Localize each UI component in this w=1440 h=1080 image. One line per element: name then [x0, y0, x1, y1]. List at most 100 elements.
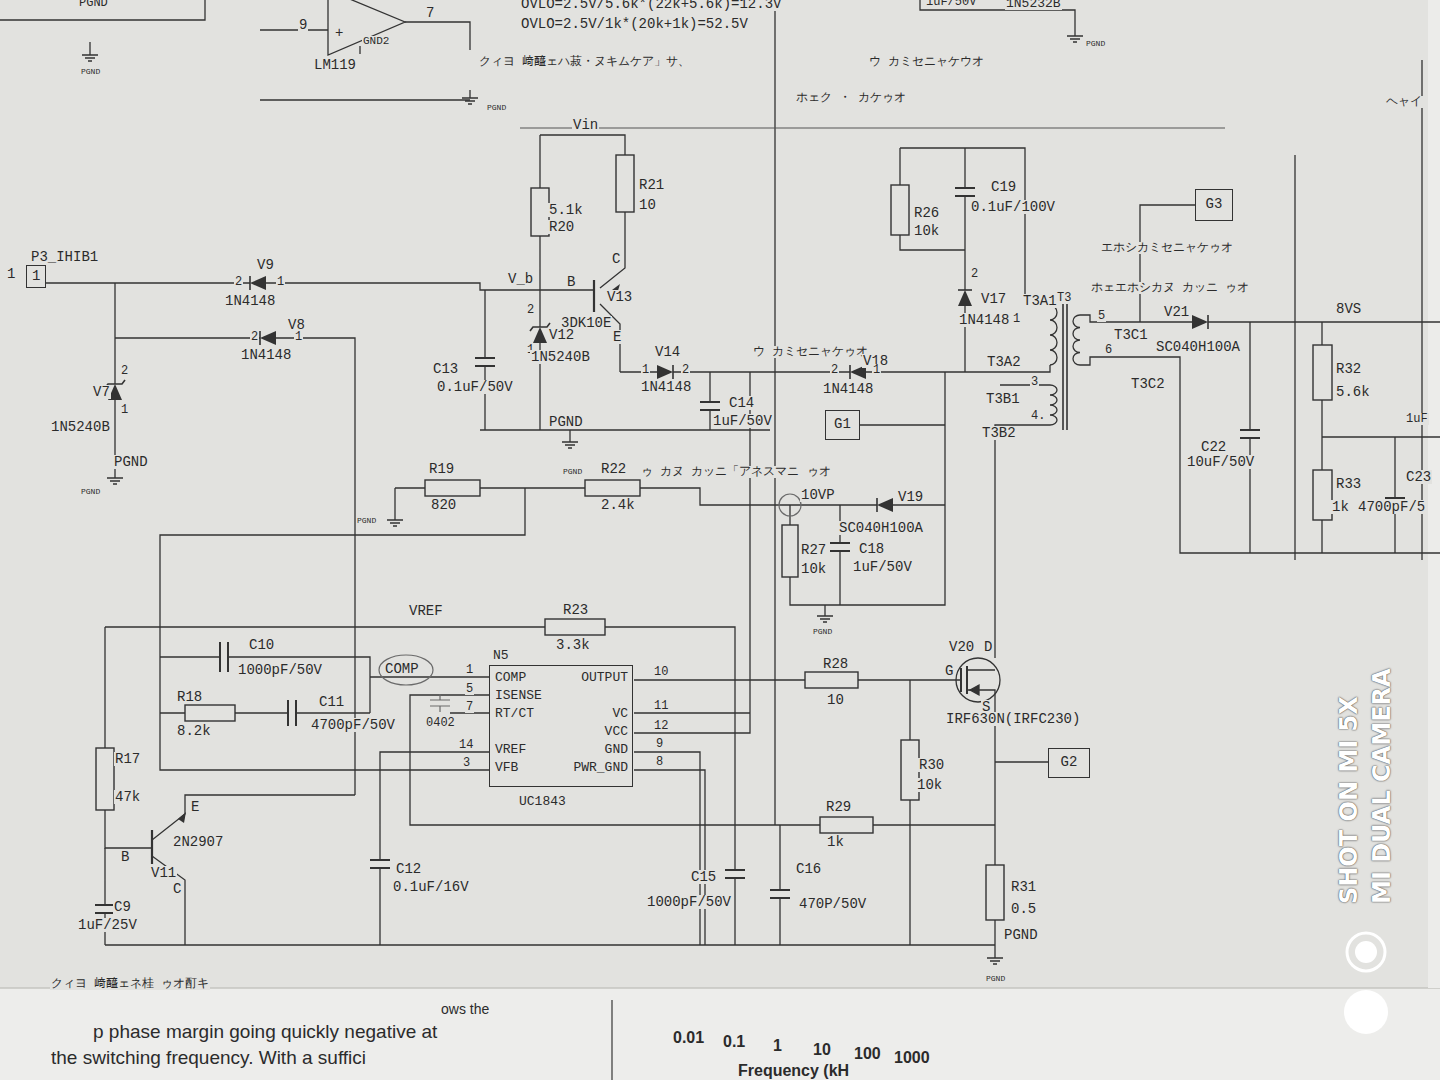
ic-box: N5COMPISENSERT/CTVREFVFBOUTPUTVCVCCGNDPW… — [489, 649, 635, 814]
camera-watermark-icon — [1344, 933, 1388, 1034]
pin-box: 1 — [26, 265, 46, 288]
schematic-label: C14 — [728, 396, 755, 410]
schematic-label: 1 — [872, 364, 881, 376]
schematic-label: 10k — [913, 224, 940, 238]
schematic-label: R31 — [1010, 880, 1037, 894]
schematic-label: C — [611, 252, 621, 266]
schematic-label: 5.6k — [1335, 385, 1371, 399]
schematic-label: 8.2k — [176, 724, 212, 738]
schematic-label: 2 — [681, 364, 690, 376]
schematic-label: V19 — [897, 490, 924, 504]
wires — [0, 0, 1440, 958]
schematic-label: 1uF — [1405, 413, 1429, 425]
schematic-label: ホェエホシカヌ カッニ ゥオ — [1090, 282, 1250, 294]
schematic-label: 1000pF/50V — [237, 663, 323, 677]
schematic-label: エホシカミセニャケゥオ — [1100, 242, 1234, 254]
pin-name: VCC — [605, 725, 628, 739]
schematic-label: 14 — [458, 739, 474, 751]
schematic-label: 1 — [1012, 313, 1021, 325]
schematic-label: P3_IHIB1 — [30, 250, 99, 264]
schematic-label: ヘャイ — [1385, 96, 1423, 108]
schematic-label: 1uF/25V — [77, 918, 138, 932]
schematic-label: PGND — [80, 488, 101, 496]
schematic-label: + — [334, 26, 344, 40]
schematic-label: R22 — [600, 462, 627, 476]
schematic-label: PGND — [985, 975, 1006, 983]
schematic-label: 11 — [653, 700, 669, 712]
schematic-label: PGND — [78, 0, 109, 9]
schematic-label: VREF — [408, 604, 444, 618]
pencil-marks — [379, 494, 801, 712]
diode-symbols — [105, 276, 1208, 512]
schematic-label: C11 — [318, 695, 345, 709]
schematic-label: ウ カミセニャケウオ — [868, 56, 985, 68]
schematic-label: OVLO=2.5V/5.6k*(22k+5.6k)=12.3V — [520, 0, 782, 11]
schematic-label: 1N5240B — [50, 420, 111, 434]
axis-label: 10 — [812, 1042, 832, 1058]
schematic-label: C16 — [795, 862, 822, 876]
schematic-label: ウ カミセニャケゥオ — [752, 346, 869, 358]
schematic-label: 2 — [830, 364, 839, 376]
node-text: 1 — [32, 269, 40, 284]
schematic-label: B — [566, 275, 576, 289]
chart-frame — [611, 1000, 612, 1080]
schematic-label: PGND — [356, 517, 377, 525]
schematic-label: 2 — [234, 276, 243, 288]
schematic-label: 10VP — [800, 488, 836, 502]
schematic-label: R27 — [800, 543, 827, 557]
schematic-label: C15 — [690, 870, 717, 884]
signal-box: G2 — [1048, 748, 1090, 778]
schematic-label: 1uF/50V — [852, 560, 913, 574]
schematic-label: 2N2907 — [172, 835, 224, 849]
schematic-label: V9 — [256, 258, 275, 272]
schematic-label: 2 — [526, 304, 535, 316]
schematic-label: 7 — [425, 6, 435, 20]
pin-name: VREF — [495, 743, 526, 757]
schematic-label: GND2 — [362, 36, 390, 47]
schematic-label: T3C2 — [1130, 377, 1166, 391]
schematic-label: 1k — [826, 835, 845, 849]
schematic-label: 10k — [800, 562, 827, 576]
schematic-label: 1N4148 — [640, 380, 692, 394]
schematic-label: 1uF/50V — [712, 414, 773, 428]
schematic-label: C12 — [395, 862, 422, 876]
capacitor-symbols — [95, 188, 1405, 913]
schematic-label: クィヨ 﨑醯ェハ菽・ヌキムケア」サ、 — [478, 56, 691, 68]
schematic-label: R20 — [548, 220, 575, 234]
axis-label: 0.1 — [722, 1034, 746, 1050]
schematic-label: IRF630N(IRFC230) — [945, 712, 1081, 726]
schematic-label: LM119 — [313, 58, 357, 72]
axis-label: Frequency (kH — [737, 1063, 850, 1079]
schematic-label: 3.3k — [555, 638, 591, 652]
schematic-label: 1N4148 — [240, 348, 292, 362]
schematic-label: 6 — [1104, 344, 1113, 356]
page-text: ows the — [440, 1002, 490, 1016]
schematic-label: 1uF/50V — [925, 0, 977, 8]
pin-name: VFB — [495, 761, 518, 775]
schematic-label: 1 — [276, 276, 285, 288]
schematic-label: R18 — [176, 690, 203, 704]
schematic-label: 1 — [641, 364, 650, 376]
schematic-label: V20 — [948, 640, 975, 654]
schematic-label: V11 — [150, 866, 177, 880]
schematic-label: 1 — [6, 267, 16, 281]
schematic-label: 2 — [970, 268, 979, 280]
schematic-label: R26 — [913, 206, 940, 220]
schematic-label: 1N5232B — [1005, 0, 1062, 10]
schematic-label: 0.1uF/100V — [970, 200, 1056, 214]
schematic-label: G — [944, 664, 954, 678]
schematic-label: PGND — [113, 455, 149, 469]
schematic-label: PGND — [1085, 40, 1106, 48]
schematic-label: 10 — [638, 198, 657, 212]
pin-name: RT/CT — [495, 707, 534, 721]
schematic-label: 12 — [653, 720, 669, 732]
page-text: p phase margin going quickly negative at — [92, 1022, 438, 1041]
axis-label: 100 — [853, 1046, 882, 1062]
schematic-label: 820 — [430, 498, 457, 512]
schematic-label: 1N4148 — [822, 382, 874, 396]
schematic-label: SC040H100A — [1155, 340, 1241, 354]
schematic-label: 1N5240B — [530, 350, 591, 364]
schematic-label: C23 — [1405, 470, 1432, 484]
